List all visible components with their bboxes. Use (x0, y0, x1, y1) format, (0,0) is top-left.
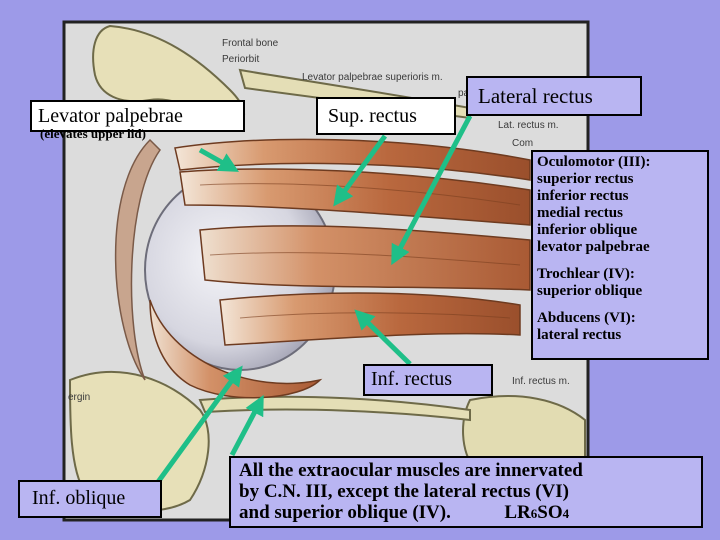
arrow-inf-oblique (155, 365, 243, 484)
mnemonic-lr: LR (504, 502, 531, 523)
arrow-summary (229, 394, 264, 457)
eyelid (114, 138, 161, 381)
superior-rectus-muscle (179, 168, 531, 226)
mnemonic-so: SO (537, 502, 563, 523)
plate-pall-label: pall (458, 88, 474, 99)
sup-rectus-text: Sup. rectus (328, 105, 417, 127)
arrow-sup-rectus (333, 134, 388, 207)
levator-subtext: (elevates upper lid) (40, 126, 146, 141)
inf-oblique-label: Inf. oblique (18, 480, 162, 518)
lateral-rectus-muscle (199, 225, 531, 291)
plate-levator-label: Levator palpebrae superioris m. (302, 72, 443, 83)
oculomotor-item: superior rectus (537, 171, 634, 187)
lower-bone (68, 371, 210, 512)
inf-rectus-label: Inf. rectus (363, 364, 493, 396)
mnemonic-4: 4 (562, 506, 570, 521)
plate-lat-rectus-label: Lat. rectus m. (498, 120, 559, 131)
lateral-rectus-text: Lateral rectus (478, 84, 593, 108)
cranial-nerve-box: Oculomotor (III): superior rectus inferi… (531, 150, 709, 360)
oculomotor-item: inferior oblique (537, 222, 638, 238)
summary-line-3: and superior oblique (IV). LR6SO4 (239, 502, 701, 524)
oculomotor-title: Oculomotor (III): (537, 154, 651, 170)
levator-palpebrae-text: Levator palpebrae (38, 105, 183, 127)
plate-frontal-bone-label: Frontal bone (222, 38, 279, 49)
trochlear-title: Trochlear (IV): (537, 266, 635, 282)
summary-line-3-text: and superior oblique (IV). (239, 502, 451, 523)
abducens-item: lateral rectus (537, 327, 622, 343)
oculomotor-item: levator palpebrae (537, 239, 650, 255)
inferior-oblique-muscle (149, 299, 323, 399)
oculomotor-item: medial rectus (537, 205, 623, 221)
oculomotor-item: inferior rectus (537, 188, 629, 204)
summary-line-1: All the extraocular muscles are innervat… (239, 460, 583, 481)
inf-rectus-text: Inf. rectus (371, 368, 453, 390)
trochlear-item: superior oblique (537, 283, 643, 299)
arrow-inf-rectus (354, 309, 412, 366)
lateral-rectus-label: Lateral rectus (466, 76, 642, 116)
summary-box: All the extraocular muscles are innervat… (229, 456, 703, 528)
arrow-levator (198, 147, 239, 172)
summary-line-2: by C.N. III, except the lateral rectus (… (239, 481, 569, 502)
plate-periorbit-label: Periorbit (222, 54, 260, 65)
arrow-lateral-rectus (391, 114, 473, 266)
abducens-title: Abducens (VI): (537, 310, 636, 326)
levator-palpebrae-label: Levator palpebrae (30, 100, 245, 132)
plate-inf-rectus-label: Inf. rectus m. (512, 376, 570, 387)
inf-oblique-text: Inf. oblique (32, 487, 126, 509)
mnemonic-6: 6 (530, 506, 538, 521)
plate-com-label: Com (512, 138, 534, 149)
floor-bone (198, 395, 471, 422)
sup-rectus-label: Sup. rectus (316, 97, 456, 135)
muscle-lines (199, 183, 521, 319)
plate-margin-label: ergin (68, 392, 91, 403)
levator-muscle (174, 138, 531, 181)
